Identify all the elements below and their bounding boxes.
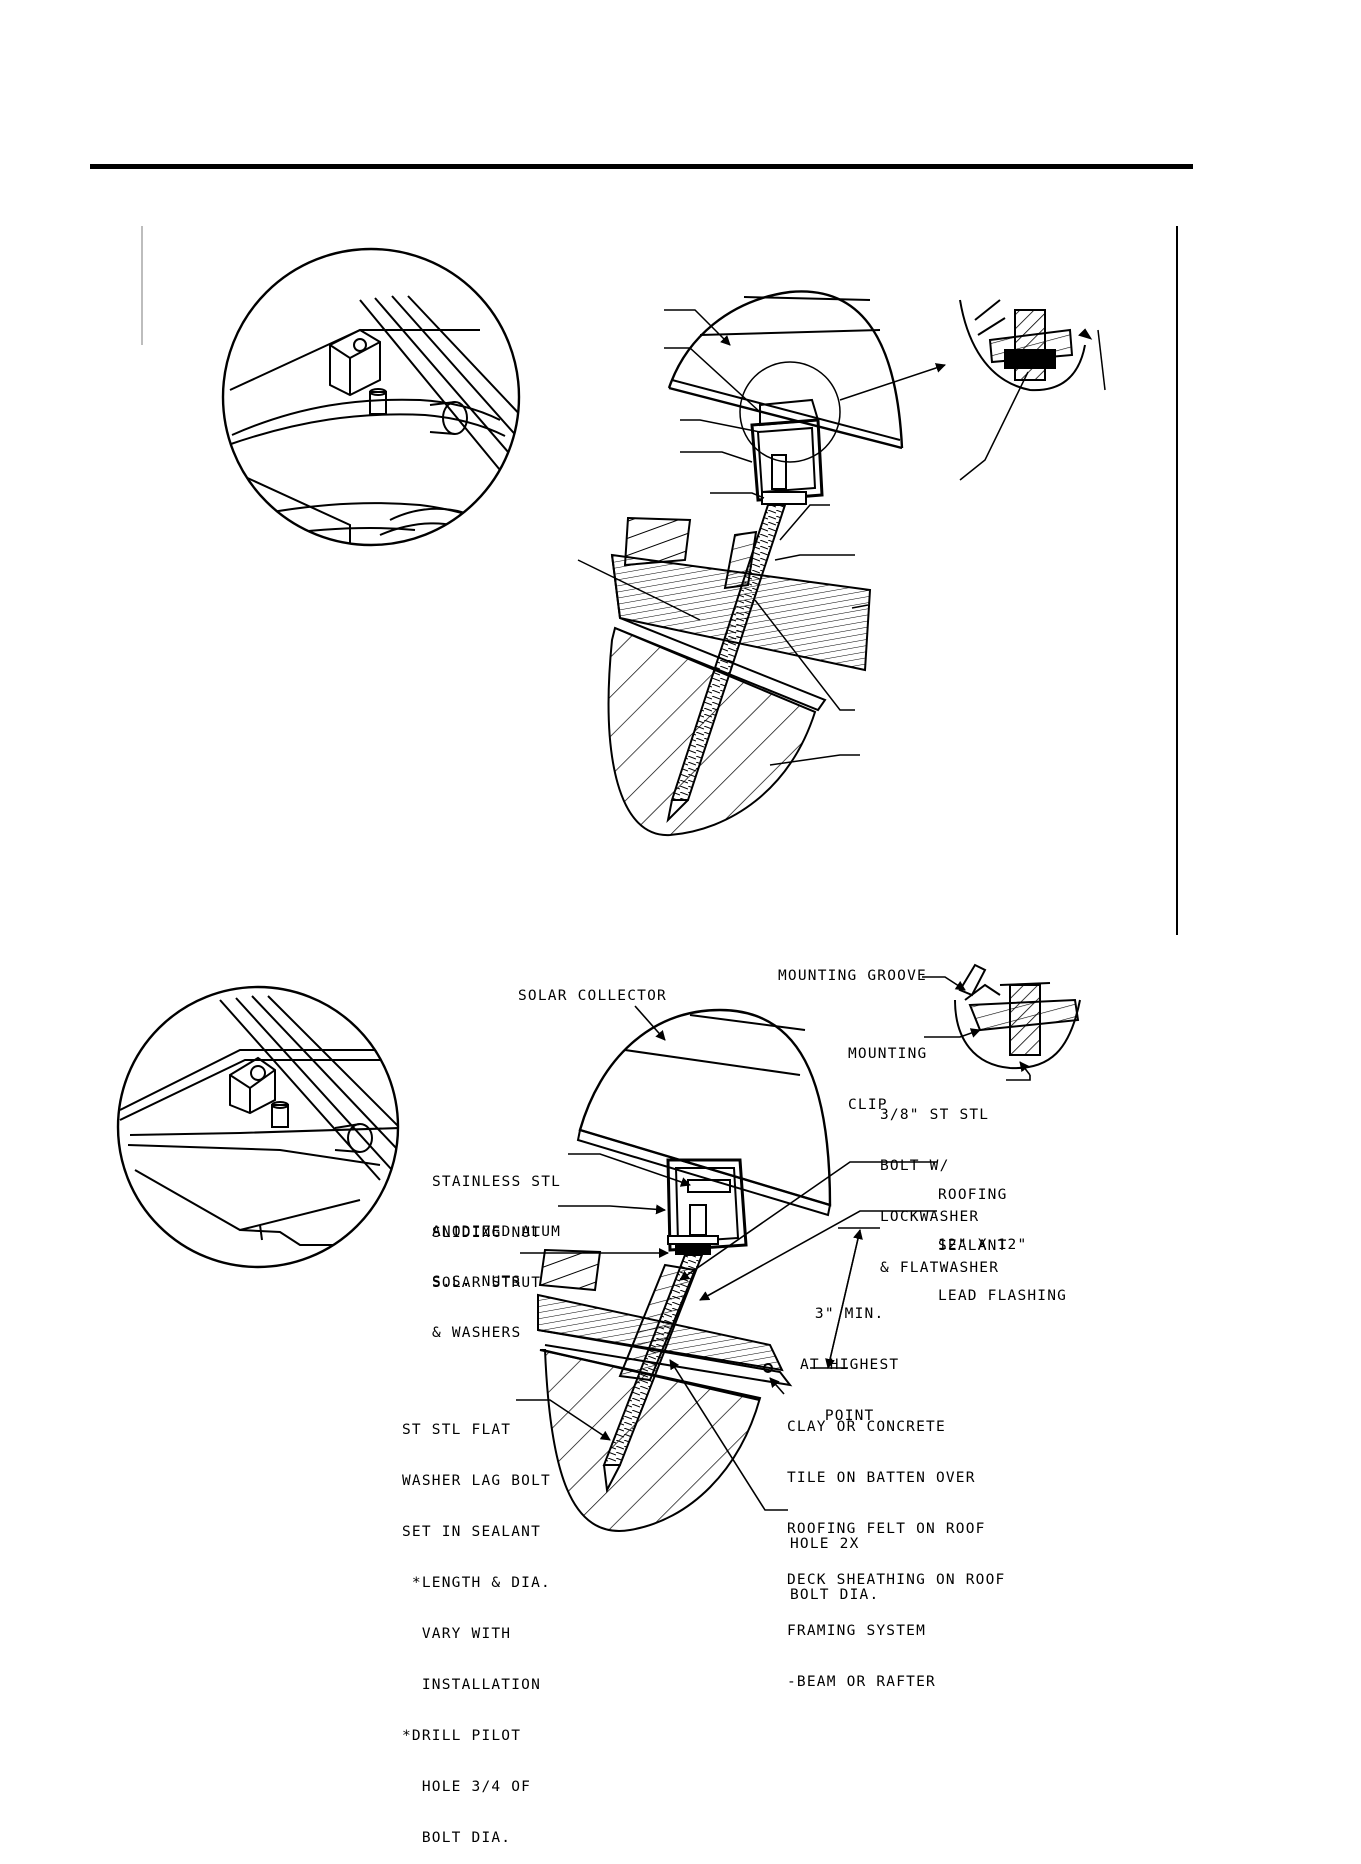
label-bolt-line4: & FLATWASHER [880, 1260, 1000, 1276]
label-tile-line6: -BEAM OR RAFTER [787, 1674, 936, 1690]
frame-lines [141, 226, 1178, 935]
label-tile-line2: TILE ON BATTEN OVER [787, 1470, 976, 1486]
label-lag-bolt-line1: ST STL FLAT [402, 1422, 512, 1438]
bolt-shape [1009, 984, 1041, 1056]
label-nuts-washers: S.S. NUTS & WASHERS [432, 1240, 521, 1359]
solar-collector-shape [578, 1008, 832, 1207]
label-lead-flashing-line2: LEAD FLASHING [938, 1288, 1068, 1304]
label-nuts-washers-line2: & WASHERS [432, 1325, 522, 1341]
label-roofing-sealant: ROOFING SEALANT [938, 1153, 1008, 1272]
label-sliding-nut-line2: SLIDING NUT [432, 1225, 542, 1241]
label-min-height: 3" MIN. AT HIGHEST POINT [800, 1272, 899, 1442]
leader-lines [516, 976, 1031, 1511]
label-bolt: 3/8" ST STL BOLT W/ LOCKWASHER & FLATWAS… [880, 1073, 999, 1294]
label-solar-strut-line2: SOLAR STRUT [432, 1275, 542, 1291]
label-hole: HOLE 2X BOLT DIA. [790, 1502, 879, 1621]
label-nuts-washers-line1: S.S. NUTS [432, 1274, 522, 1290]
label-lead-flashing-line1: 12" X 12" [938, 1237, 1028, 1253]
label-bolt-line1: 3/8" ST STL [880, 1107, 990, 1123]
label-lag-bolt-line8: HOLE 3/4 OF [402, 1779, 532, 1795]
label-tile-line5: FRAMING SYSTEM [787, 1623, 927, 1639]
label-min-height-line2: AT HIGHEST [800, 1357, 900, 1373]
label-bolt-line2: BOLT W/ [880, 1158, 950, 1174]
label-bolt-line3: LOCKWASHER [880, 1209, 980, 1225]
label-lag-bolt-line9: BOLT DIA. [402, 1830, 512, 1846]
label-mounting-clip: MOUNTING CLIP [848, 1012, 927, 1131]
label-hole-line2: BOLT DIA. [790, 1587, 880, 1603]
label-tile: CLAY OR CONCRETE TILE ON BATTEN OVER ROO… [787, 1385, 1005, 1708]
rafter-shape [539, 1349, 762, 1532]
label-tile-line4: DECK SHEATHING ON ROOF [787, 1572, 1006, 1588]
label-lag-bolt-line7: *DRILL PILOT [402, 1728, 522, 1744]
label-solar-collector: SOLAR COLLECTOR [518, 988, 667, 1004]
label-solar-strut: ANODIZED ALUM SOLAR STRUT [432, 1190, 561, 1309]
drawing-canvas [90, 164, 1193, 1532]
tile-shape [538, 1248, 602, 1292]
label-lag-bolt-line3: SET IN SEALANT [402, 1524, 542, 1540]
label-hole-line1: HOLE 2X [790, 1536, 860, 1552]
label-mounting-groove: MOUNTING GROOVE [778, 968, 927, 984]
label-min-height-line1: 3" MIN. [814, 1306, 885, 1322]
label-lag-bolt: ST STL FLAT WASHER LAG BOLT SET IN SEALA… [402, 1388, 551, 1864]
label-lag-bolt-line2: WASHER LAG BOLT [402, 1473, 551, 1489]
header-rule [90, 164, 1193, 169]
label-lag-bolt-line4: *LENGTH & DIA. [402, 1575, 551, 1591]
label-mounting-clip-line1: MOUNTING [848, 1046, 928, 1062]
solar-strut-shape [666, 1158, 748, 1252]
label-tile-line1: CLAY OR CONCRETE [787, 1419, 946, 1435]
clip-detail-top [959, 299, 1106, 481]
section-drawing-top [577, 290, 946, 837]
label-lag-bolt-line6: INSTALLATION [402, 1677, 542, 1693]
label-mounting-clip-line2: CLIP [848, 1097, 888, 1113]
perspective-detail-top [221, 247, 521, 547]
label-tile-line3: ROOFING FELT ON ROOF [787, 1521, 986, 1537]
label-min-height-line3: POINT [824, 1408, 875, 1424]
label-solar-strut-line1: ANODIZED ALUM [432, 1224, 562, 1240]
clip-detail-bottom [954, 963, 1081, 1070]
label-sliding-nut-line1: STAINLESS STL [432, 1174, 562, 1190]
label-roofing-sealant-line2: SEALANT [938, 1238, 1008, 1254]
perspective-detail-bottom [116, 985, 400, 1269]
section-drawing-bottom [537, 1008, 880, 1532]
label-lag-bolt-line5: VARY WITH [402, 1626, 512, 1642]
label-roofing-sealant-line1: ROOFING [938, 1187, 1008, 1203]
label-sliding-nut: STAINLESS STL SLIDING NUT [432, 1140, 561, 1259]
label-lead-flashing: 12" X 12" LEAD FLASHING [938, 1203, 1067, 1322]
